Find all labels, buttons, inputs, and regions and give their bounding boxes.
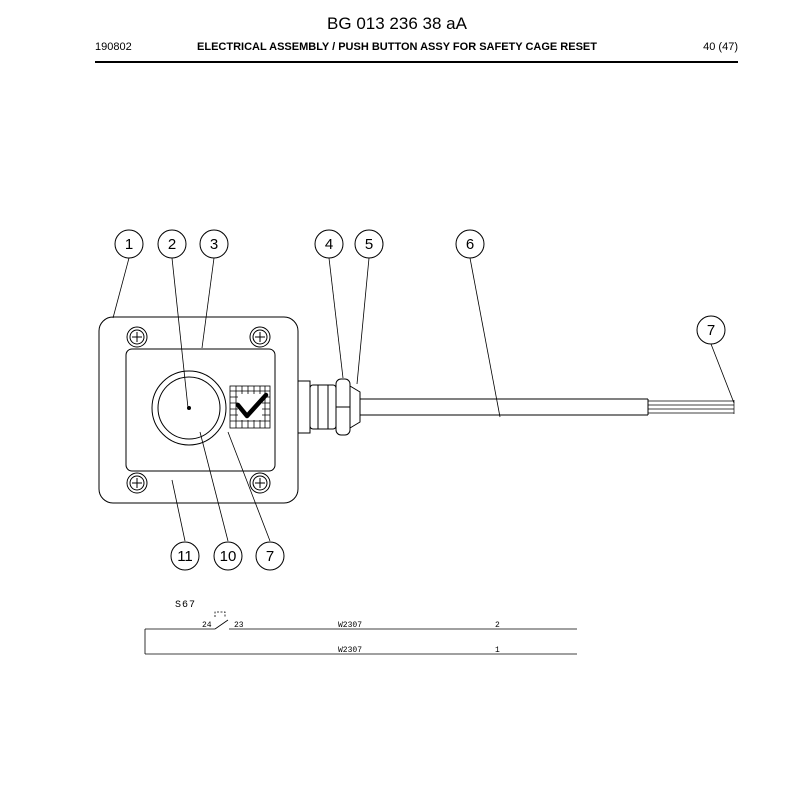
screw-icon (126, 472, 148, 494)
wiring-schematic: S67 24 23 W2307 2 W2307 1 (144, 600, 577, 655)
screw-icon (249, 326, 271, 348)
wire-label-top: W2307 (338, 621, 362, 630)
callout-5: 5 (365, 236, 373, 253)
switch-label: S67 (175, 600, 196, 611)
callout-1: 1 (125, 236, 133, 253)
terminal-24: 24 (202, 621, 212, 630)
cable-gland (297, 378, 361, 436)
callout-7-label: 7 (266, 548, 274, 565)
leader-lines (112, 257, 735, 542)
approval-mark-icon (229, 385, 271, 429)
callout-11: 11 (177, 548, 193, 565)
wire-label-bottom: W2307 (338, 646, 362, 655)
cable (360, 398, 735, 416)
wire-number-top: 2 (495, 621, 500, 630)
wire-number-bottom: 1 (495, 646, 500, 655)
pushbutton-enclosure (98, 316, 299, 504)
callout-3: 3 (210, 236, 218, 253)
screw-icon (249, 472, 271, 494)
page-title: ELECTRICAL ASSEMBLY / PUSH BUTTON ASSY F… (197, 41, 597, 53)
corner-screws (126, 326, 271, 494)
screw-icon (126, 326, 148, 348)
callout-7-cable-end: 7 (707, 322, 715, 339)
callout-4: 4 (325, 236, 333, 253)
callout-2: 2 (168, 236, 176, 253)
callout-10: 10 (220, 548, 237, 565)
document-number: BG 013 236 38 aA (327, 14, 467, 33)
callout-circles (114, 229, 726, 571)
terminal-23: 23 (234, 621, 244, 630)
date-code: 190802 (95, 41, 132, 53)
page-number: 40 (47) (703, 41, 738, 53)
header-rule (95, 61, 738, 63)
push-button (151, 370, 227, 446)
callout-6: 6 (466, 236, 474, 253)
